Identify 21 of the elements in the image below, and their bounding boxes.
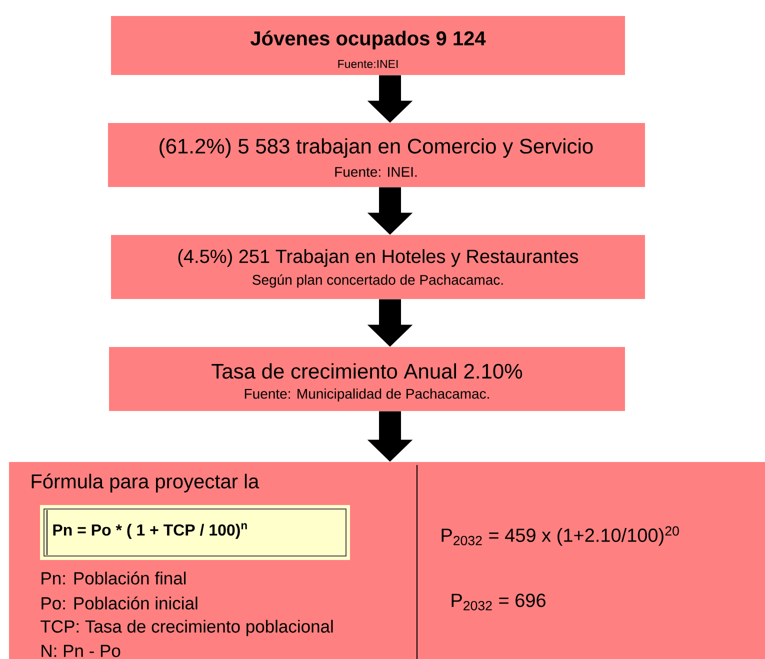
box-title: Jóvenes ocupados 9 124 bbox=[250, 30, 486, 50]
source-note: Fuente: INEI. bbox=[335, 167, 417, 177]
box-title: (4.5%) 251 Trabajan en Hoteles y Restaurantes bbox=[178, 249, 578, 267]
process-box bbox=[109, 347, 625, 411]
formula-box bbox=[40, 505, 350, 560]
box-title: (61.2%) 5 583 trabajan en Comercio y Servicio bbox=[160, 138, 593, 158]
formula-text: P$_{2032}$ = 459 x (1+2.10/100)$^{20}$ bbox=[442, 526, 679, 546]
variable-definition: Po: Población inicial bbox=[42, 596, 198, 610]
source-note: Fuente: Municipalidad de Pachacamac. bbox=[244, 388, 489, 402]
result-text: P$_{2032}$ = 696 bbox=[452, 594, 546, 610]
process-box bbox=[111, 235, 645, 299]
variable-definition: TCP: Tasa de crecimiento poblacional bbox=[40, 620, 333, 636]
source-note: Según plan concertado de Pachacamac. bbox=[252, 274, 503, 288]
variable-definition: N: Pn - Po bbox=[42, 644, 120, 658]
process-box bbox=[108, 123, 645, 187]
source-note: Fuente:INEI bbox=[338, 60, 398, 68]
formula-text: Pn = Po * ( 1 + TCP / 100)$^{n}$ bbox=[53, 523, 247, 539]
variable-definition: Pn: Población final bbox=[42, 571, 186, 585]
box-title: Tasa de crecimiento Anual 2.10% bbox=[212, 363, 522, 379]
panel-heading: Fórmula para proyectar la bbox=[32, 474, 260, 492]
process-box bbox=[111, 16, 625, 75]
